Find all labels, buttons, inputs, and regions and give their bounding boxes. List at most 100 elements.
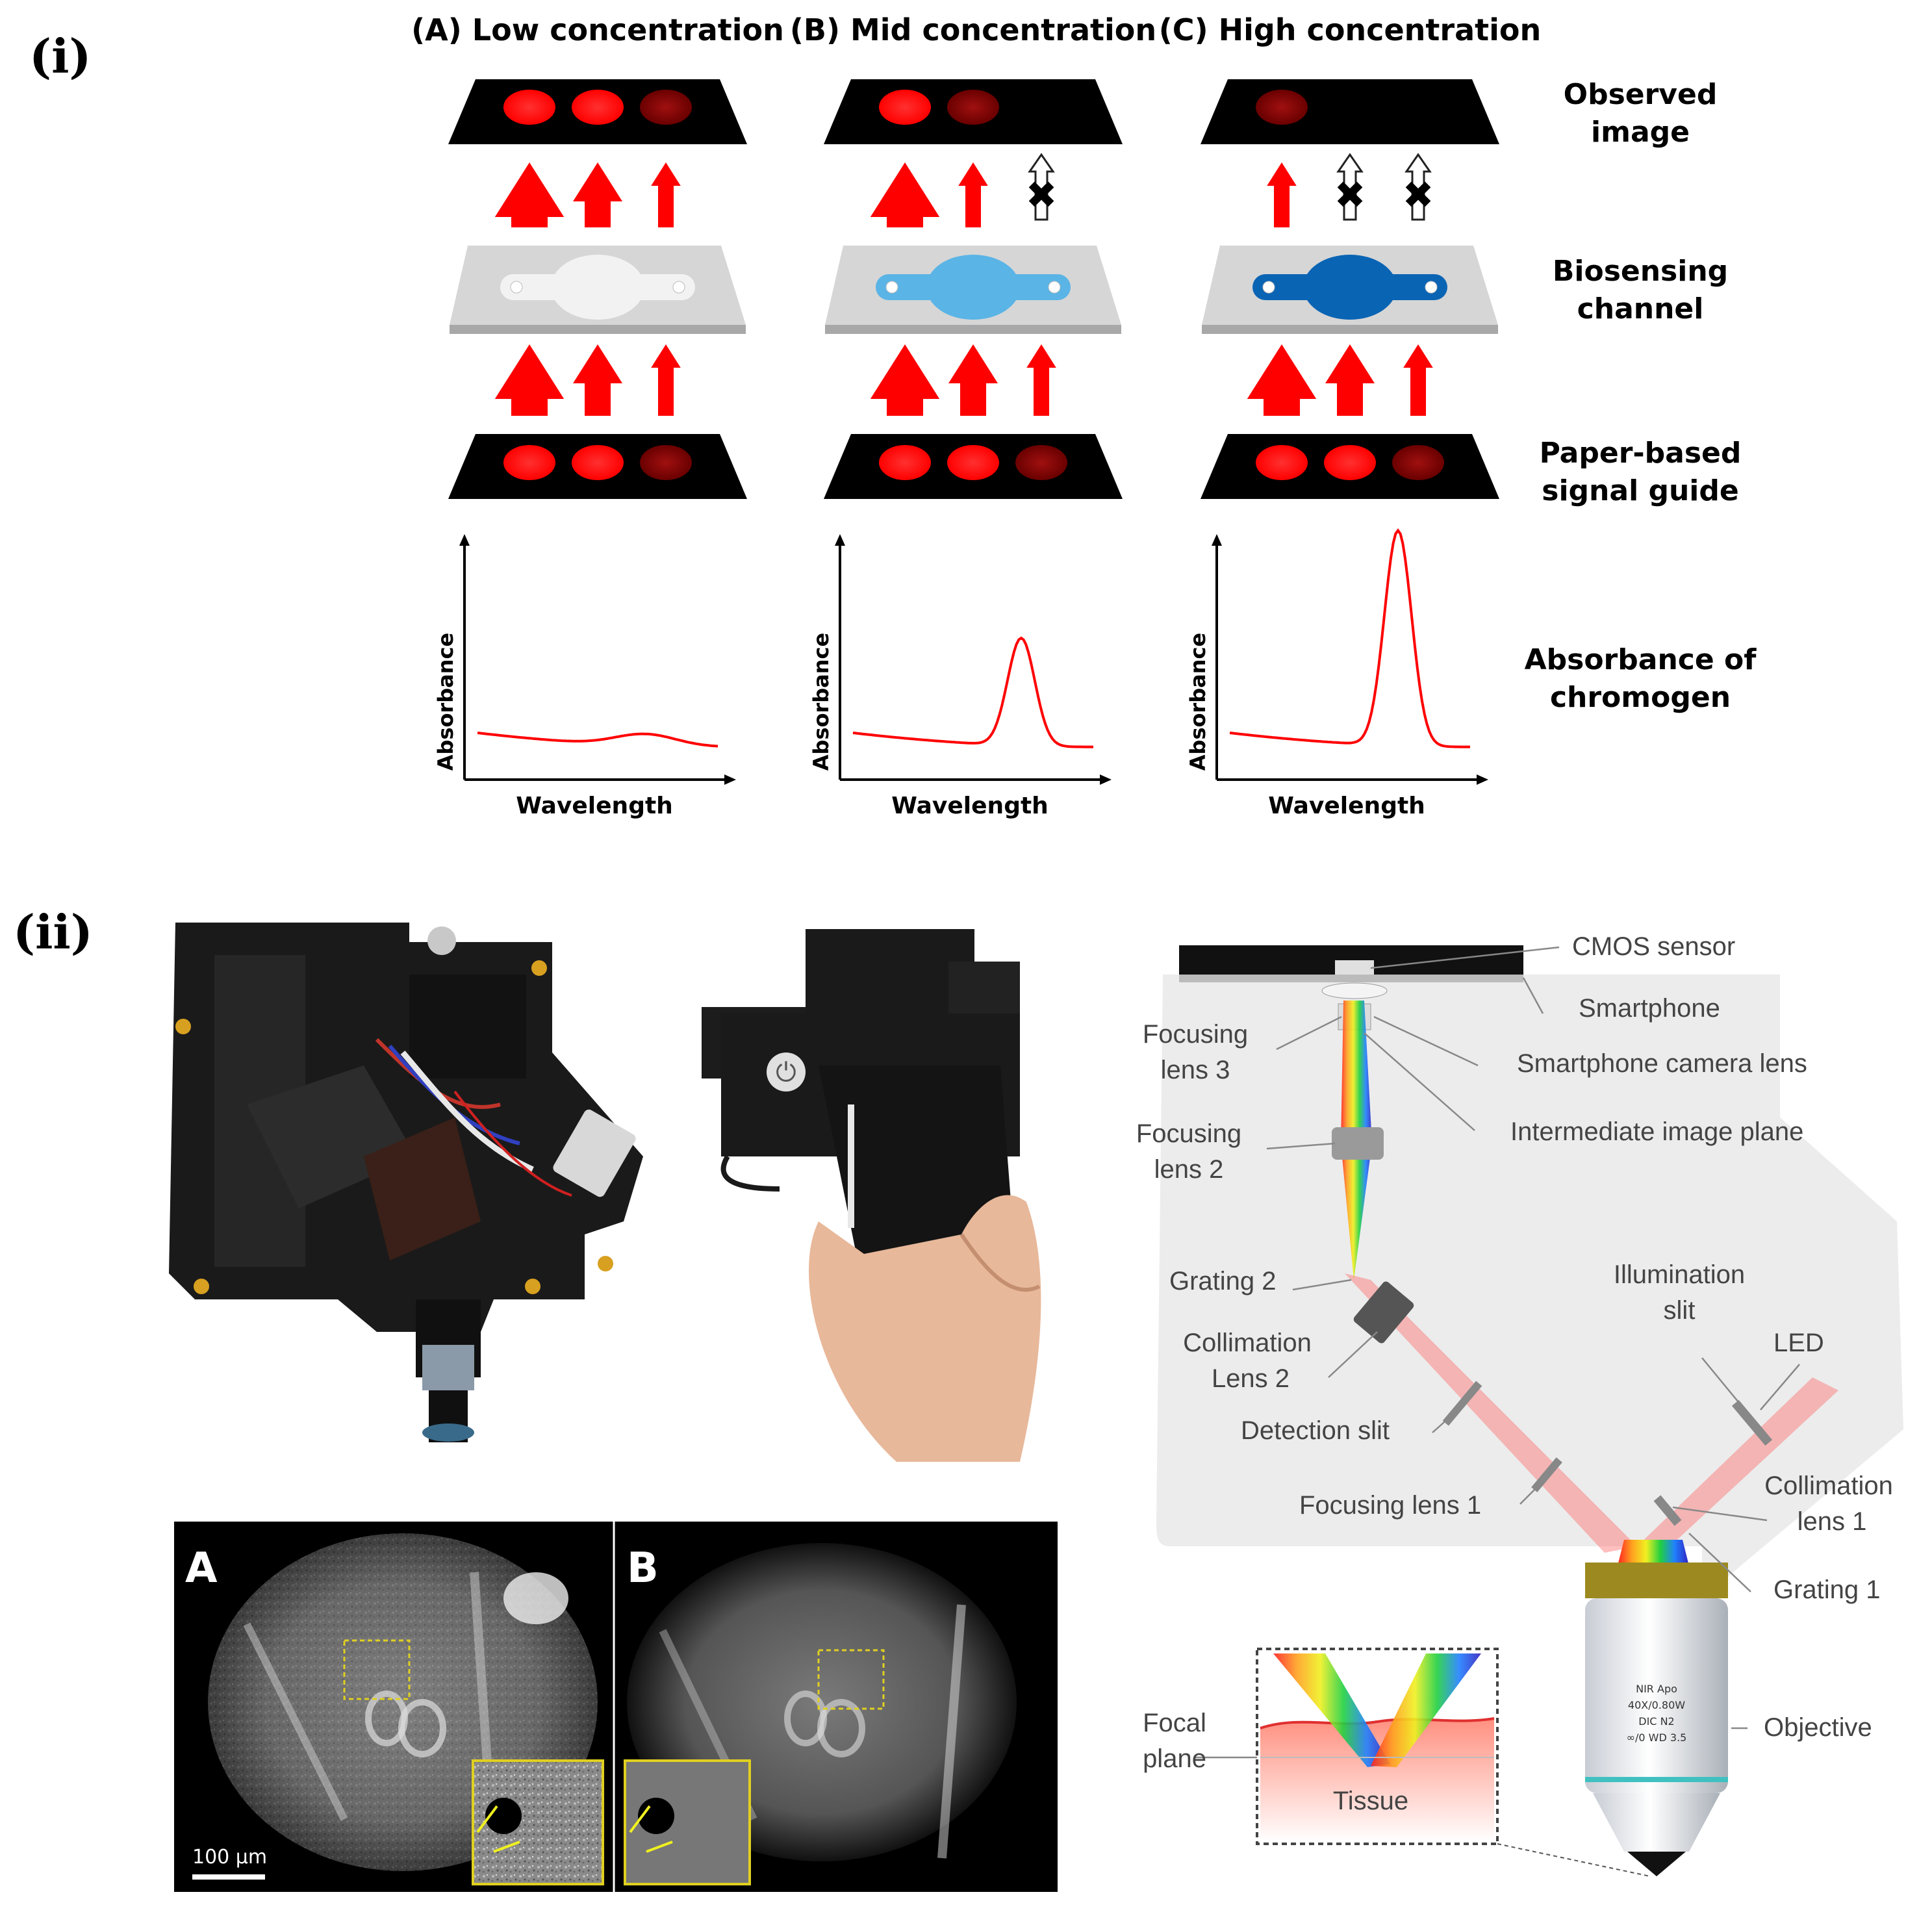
callout-illum-1: Illumination (1614, 1260, 1745, 1289)
schematic-callouts: CMOS sensor Smartphone Smartphone camera… (1136, 932, 1893, 1815)
y-axis-arrowhead (1212, 534, 1222, 546)
callout-smartphone: Smartphone (1579, 994, 1720, 1023)
signal-arrow (1247, 344, 1317, 416)
panel-label-i: (i) (29, 29, 91, 84)
power-icon: ⏻ (776, 1058, 796, 1088)
signal-arrow (1403, 344, 1433, 416)
signal-arrow (494, 344, 565, 416)
signal-arrow (1026, 344, 1056, 416)
device-photo-open (169, 923, 643, 1442)
block-cross-icon: ✖ (1026, 173, 1058, 217)
callout-cmos: CMOS sensor (1572, 932, 1735, 961)
y-axis-arrowhead (835, 534, 845, 546)
row-label-absorb-1: Absorbance of (1525, 643, 1757, 676)
row-label-observed-2: image (1591, 116, 1690, 149)
absorbance-curve (1229, 528, 1470, 748)
row-labels: Observed image Biosensing channel Paper-… (1525, 78, 1757, 714)
objective-text-4: ∞/0 WD 3.5 (1627, 1731, 1687, 1744)
device-photo-handheld: ⏻ (702, 929, 1041, 1462)
objective-text-3: DIC N2 (1638, 1715, 1674, 1728)
row-label-guide-1: Paper-based (1540, 437, 1742, 470)
callout-coll1-1: Collimation (1764, 1472, 1893, 1500)
observed-dot (503, 90, 555, 125)
channel-chamber (1303, 255, 1397, 320)
column-heading-0: (A) Low concentration (411, 12, 784, 47)
blocked-arrow-icon (1336, 153, 1364, 221)
absorbance-curve (477, 732, 718, 748)
signal-arrow (948, 344, 998, 416)
signal-arrow (573, 344, 622, 416)
objective-inscription: NIR Apo 40X/0.80W DIC N2 ∞/0 WD 3.5 (1627, 1683, 1687, 1744)
scale-bar (192, 1874, 265, 1880)
callout-led: LED (1773, 1329, 1824, 1357)
column-heading-2: (C) High concentration (1159, 12, 1541, 47)
channel-port (672, 281, 685, 294)
channel-slab-edge (1202, 325, 1498, 334)
x-axis-label: Wavelength (1268, 793, 1425, 819)
channel-port (1262, 281, 1275, 294)
callout-focus3-2: lens 3 (1161, 1056, 1230, 1084)
signal-arrow (958, 162, 988, 227)
x-axis-arrowhead (1100, 774, 1112, 785)
x-axis-arrowhead (1477, 774, 1488, 785)
guide-dot (1256, 445, 1308, 480)
y-axis-label: Absorbance (809, 633, 833, 771)
objective-text-1: NIR Apo (1636, 1683, 1677, 1695)
callout-detect: Detection slit (1241, 1416, 1390, 1445)
callout-intermediate: Intermediate image plane (1510, 1117, 1803, 1146)
guide-dot (1392, 445, 1444, 480)
observed-image-slab (1201, 79, 1499, 144)
scale-bar-label: 100 µm (192, 1846, 267, 1869)
signal-arrow (494, 162, 565, 227)
channel-chamber (926, 255, 1020, 320)
signal-arrow (573, 162, 622, 227)
callout-objective: Objective (1764, 1713, 1872, 1742)
observed-dot (572, 90, 624, 125)
callout-coll1-2: lens 1 (1798, 1507, 1867, 1536)
callout-focal-1: Focal (1143, 1709, 1206, 1737)
block-cross-icon: ✖ (1334, 173, 1366, 217)
guide-dot (640, 445, 692, 480)
y-axis-arrowhead (459, 534, 470, 546)
channel-slab-edge (450, 325, 746, 334)
row-label-channel-1: Biosensing (1553, 255, 1728, 288)
row-label-guide-2: signal guide (1542, 474, 1738, 507)
callout-illum-2: slit (1664, 1296, 1696, 1325)
callout-focus3-1: Focusing (1143, 1020, 1248, 1049)
panel-label-ii: (ii) (13, 904, 93, 960)
observed-dot (947, 90, 999, 125)
signal-arrow (870, 344, 940, 416)
block-cross-icon: ✖ (1403, 173, 1434, 217)
callout-grating1: Grating 1 (1773, 1576, 1881, 1604)
callout-tissue: Tissue (1333, 1787, 1408, 1815)
callout-coll2-2: Lens 2 (1212, 1364, 1290, 1393)
objective-text-2: 40X/0.80W (1628, 1699, 1685, 1711)
callout-focus2-1: Focusing (1136, 1119, 1241, 1148)
row-label-absorb-2: chromogen (1550, 681, 1731, 714)
channel-slab-edge (825, 325, 1121, 334)
blocked-arrow-icon (1028, 153, 1055, 221)
row-label-observed-1: Observed (1564, 78, 1718, 111)
callout-focus2-2: lens 2 (1154, 1155, 1224, 1184)
signal-arrow (651, 344, 681, 416)
guide-dot (947, 445, 999, 480)
guide-dot (879, 445, 931, 480)
x-axis-arrowhead (724, 774, 736, 785)
signal-arrow (1267, 162, 1297, 227)
x-axis-label: Wavelength (516, 793, 673, 819)
microscopy-images: A B 100 µm (174, 1522, 1058, 1892)
callout-coll2-1: Collimation (1183, 1329, 1312, 1357)
callout-camera-lens: Smartphone camera lens (1517, 1049, 1807, 1078)
channel-port (1425, 281, 1438, 294)
observed-dot (640, 90, 692, 125)
image-label-a: A (185, 1544, 218, 1592)
x-axis-label: Wavelength (891, 793, 1049, 819)
optical-schematic: NIR Apo 40X/0.80W DIC N2 ∞/0 WD 3.5 (1136, 932, 1903, 1877)
absorbance-curve (852, 636, 1093, 748)
signal-arrow (1325, 344, 1375, 416)
signal-arrow (870, 162, 940, 227)
callout-focus1: Focusing lens 1 (1299, 1491, 1481, 1520)
channel-port (1048, 281, 1061, 294)
channel-port (885, 281, 898, 294)
